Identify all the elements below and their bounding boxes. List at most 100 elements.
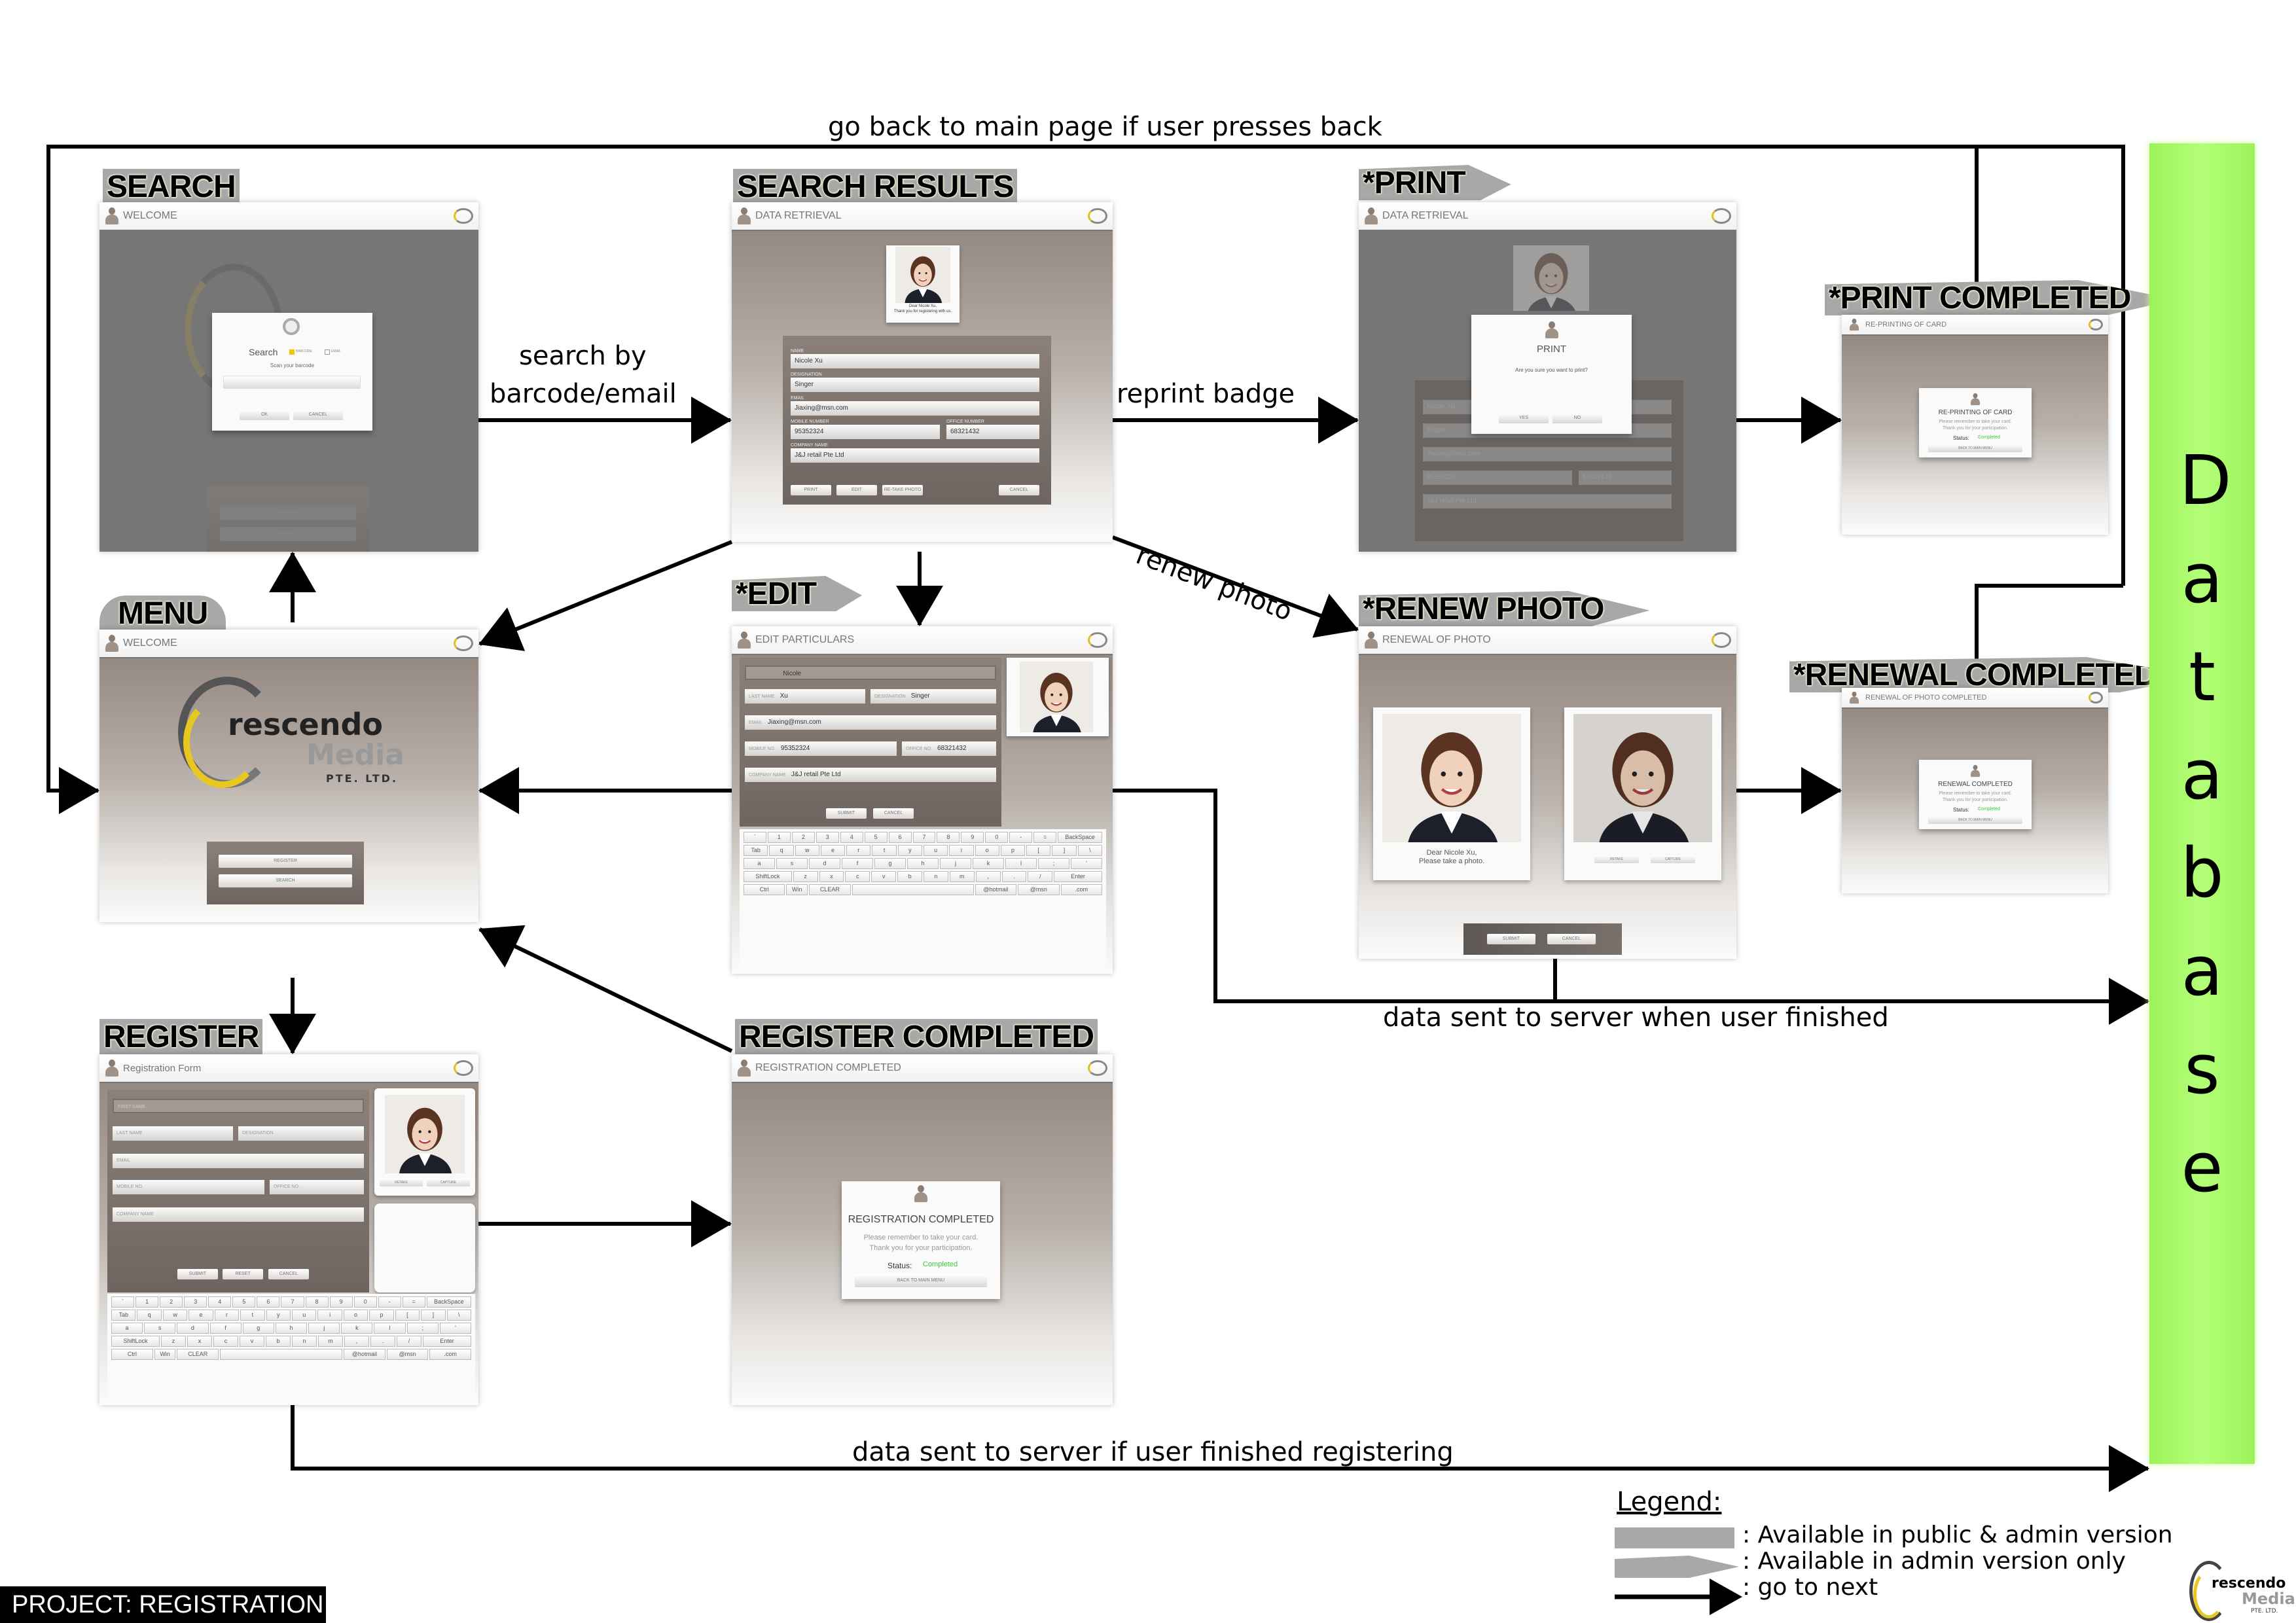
key[interactable]: 1 (135, 1296, 159, 1308)
retake-button[interactable]: RETAKE (380, 1179, 423, 1186)
cancel-button[interactable]: CANCEL (293, 410, 343, 420)
key[interactable]: x (819, 871, 844, 882)
key[interactable]: p (369, 1310, 394, 1321)
key[interactable]: [ (1026, 845, 1051, 856)
key[interactable]: h (907, 858, 939, 869)
last-name-input[interactable]: LAST NAME (113, 1126, 233, 1141)
key[interactable]: 0 (353, 1296, 377, 1308)
key[interactable]: ; (406, 1323, 439, 1334)
key[interactable]: a (744, 858, 775, 869)
key[interactable]: q (137, 1310, 162, 1321)
key[interactable]: \ (446, 1310, 471, 1321)
no-button[interactable]: NO (1552, 413, 1602, 423)
key[interactable]: u (292, 1310, 317, 1321)
key[interactable]: Enter (1054, 871, 1103, 882)
search-input[interactable] (223, 376, 361, 389)
key[interactable]: l (374, 1323, 406, 1334)
key[interactable]: t (872, 845, 897, 856)
key[interactable]: m (949, 871, 975, 882)
ok-button[interactable]: OK (240, 410, 289, 420)
key[interactable]: BackSpace (426, 1296, 471, 1308)
key[interactable]: 8 (305, 1296, 329, 1308)
cancel-button[interactable]: CANCEL (873, 808, 914, 819)
checkbox-barcode[interactable] (289, 349, 295, 355)
email-field[interactable]: Jiaxing@msn.com (791, 401, 1039, 416)
key[interactable]: m (318, 1336, 343, 1347)
last-name-field[interactable]: Xu (780, 692, 788, 700)
key[interactable]: b (266, 1336, 291, 1347)
key[interactable]: f (209, 1323, 242, 1334)
key[interactable]: 9 (961, 832, 984, 843)
key[interactable]: @hotmail (975, 884, 1017, 895)
key[interactable]: . (1001, 871, 1027, 882)
key[interactable]: 7 (912, 832, 936, 843)
cancel-button[interactable]: CANCEL (999, 485, 1039, 495)
cancel-button[interactable]: CANCEL (268, 1269, 309, 1279)
email-field[interactable]: Jiaxing@msn.com (768, 719, 821, 726)
mobile-input[interactable]: MOBILE NO. (113, 1180, 264, 1194)
key[interactable]: n (924, 871, 948, 882)
key[interactable]: @hotmail (344, 1349, 386, 1360)
key[interactable]: q (769, 845, 794, 856)
key[interactable]: 6 (257, 1296, 280, 1308)
key[interactable]: 5 (232, 1296, 256, 1308)
company-field[interactable]: J&J retail Pte Ltd (791, 448, 1039, 463)
key[interactable]: ] (421, 1310, 446, 1321)
designation-input[interactable]: DESIGNATION (238, 1126, 364, 1141)
key[interactable]: w (162, 1310, 188, 1321)
key[interactable]: Ctrl (111, 1349, 153, 1360)
key[interactable]: . (370, 1336, 395, 1347)
key[interactable]: Enter (423, 1336, 471, 1347)
key[interactable]: ShiftLock (743, 871, 792, 882)
office-input[interactable]: OFFICE NO. (270, 1180, 364, 1194)
key[interactable]: ` (743, 832, 766, 843)
key[interactable]: g (242, 1323, 274, 1334)
key[interactable]: k (973, 858, 1004, 869)
company-field[interactable]: J&J retail Pte Ltd (791, 771, 841, 778)
key[interactable]: 9 (329, 1296, 353, 1308)
key[interactable]: , (344, 1336, 369, 1347)
key[interactable]: 1 (767, 832, 791, 843)
key[interactable]: = (1033, 832, 1057, 843)
key[interactable]: d (809, 858, 840, 869)
company-input[interactable]: COMPANY NAME (113, 1207, 364, 1222)
key[interactable]: r (214, 1310, 240, 1321)
key[interactable]: ' (1071, 858, 1102, 869)
submit-button[interactable]: SUBMIT (826, 808, 867, 819)
key[interactable]: r (846, 845, 871, 856)
key[interactable]: v (240, 1336, 264, 1347)
retake-button[interactable]: RETAKE (1594, 855, 1639, 863)
office-field[interactable]: 68321432 (937, 745, 967, 752)
key[interactable]: x (187, 1336, 212, 1347)
key[interactable] (852, 884, 974, 895)
key[interactable]: BackSpace (1058, 832, 1103, 843)
key[interactable]: b (897, 871, 922, 882)
key[interactable]: CLEAR (177, 1349, 219, 1360)
key[interactable]: e (188, 1310, 213, 1321)
key[interactable]: = (402, 1296, 425, 1308)
first-name-input[interactable]: FIRST NAME (113, 1099, 364, 1113)
key[interactable]: [ (395, 1310, 420, 1321)
key[interactable]: f (842, 858, 873, 869)
key[interactable]: @msn (386, 1349, 429, 1360)
key[interactable]: d (177, 1323, 209, 1334)
key[interactable]: a (111, 1323, 143, 1334)
key[interactable]: ShiftLock (111, 1336, 160, 1347)
key[interactable]: ; (1038, 858, 1069, 869)
cancel-button[interactable]: CANCEL (1547, 934, 1596, 944)
key[interactable]: 3 (816, 832, 839, 843)
submit-button[interactable]: SUBMIT (1487, 934, 1535, 944)
back-to-main-menu-button[interactable]: BACK TO MAIN MENU (1928, 444, 2022, 452)
key[interactable]: 7 (281, 1296, 304, 1308)
key[interactable]: 5 (864, 832, 888, 843)
key[interactable]: c (213, 1336, 238, 1347)
checkbox-email[interactable] (325, 349, 330, 355)
key[interactable]: o (975, 845, 999, 856)
key[interactable]: w (795, 845, 819, 856)
key[interactable]: Tab (744, 845, 768, 856)
key[interactable]: 4 (840, 832, 863, 843)
key[interactable]: 0 (985, 832, 1009, 843)
submit-button[interactable]: SUBMIT (177, 1269, 218, 1279)
back-to-main-menu-button[interactable]: BACK TO MAIN MENU (855, 1274, 987, 1287)
capture-button[interactable]: CAPTURE (1651, 855, 1695, 863)
